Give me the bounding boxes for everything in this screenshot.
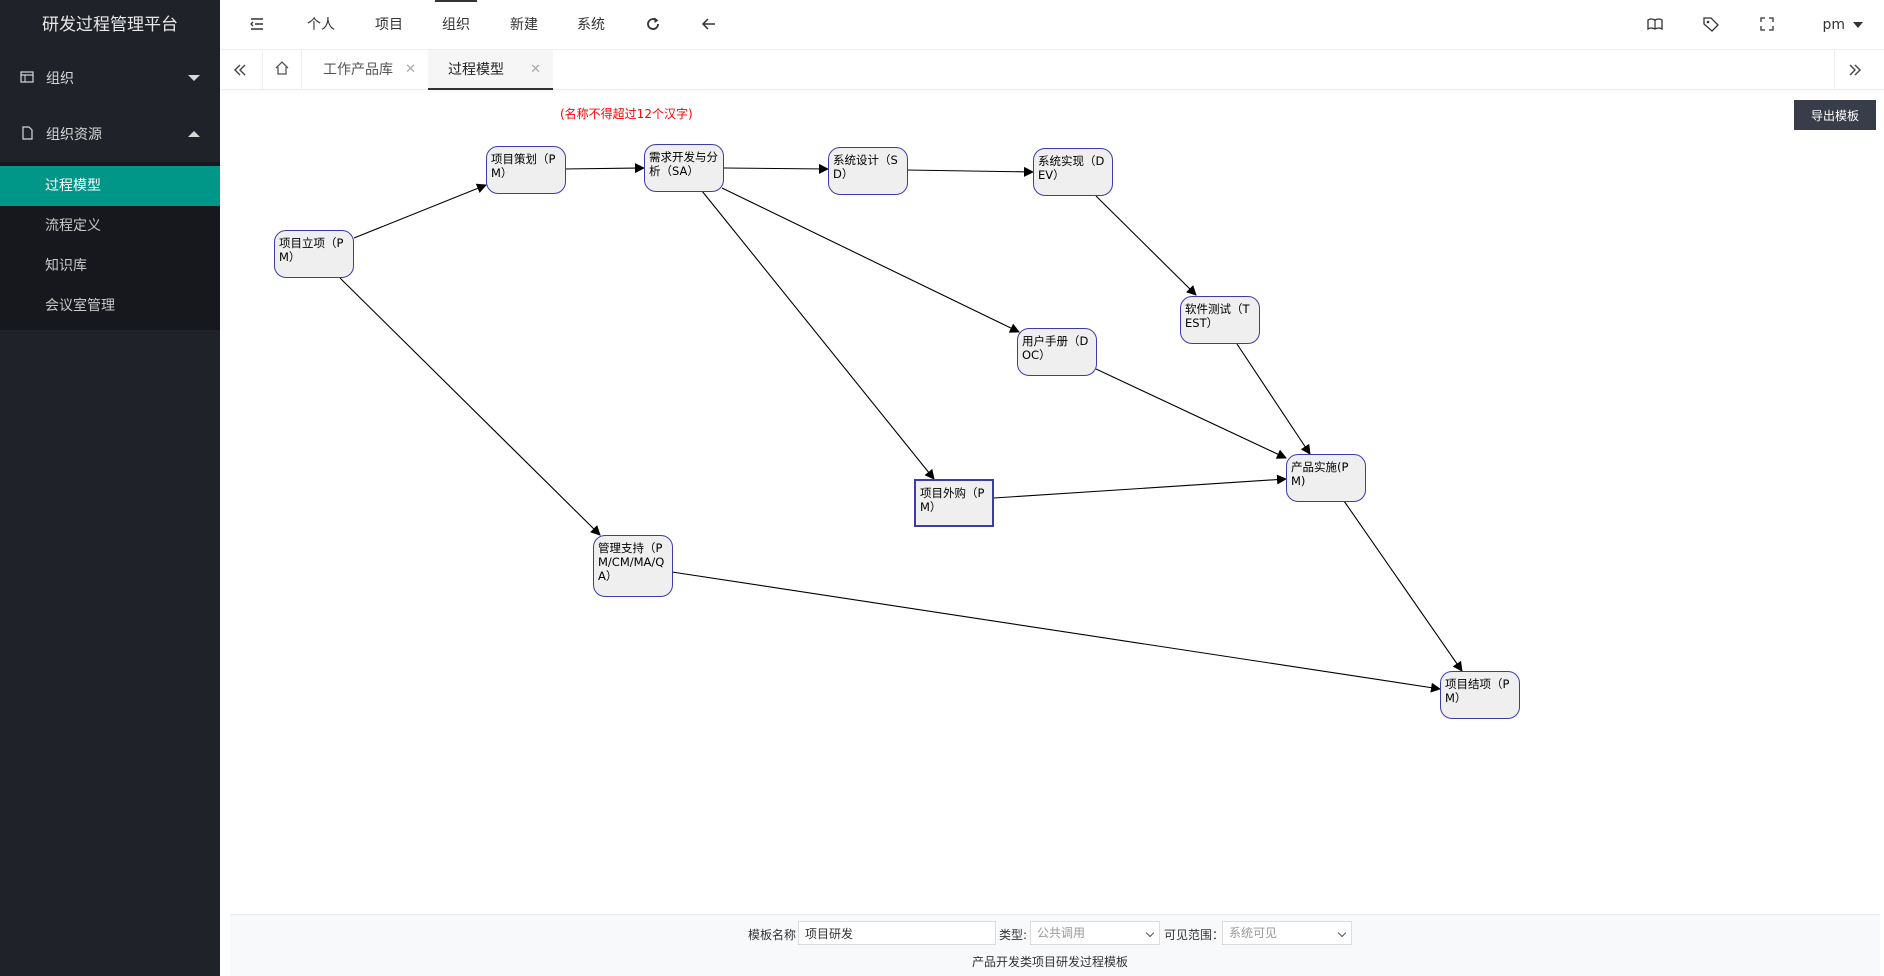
back-arrow-icon[interactable] <box>700 15 720 35</box>
edge-n5-n6 <box>1095 195 1197 296</box>
edge-n2-n3 <box>563 163 645 174</box>
sidebar-item-process-model[interactable]: 过程模型 <box>0 166 220 206</box>
edge-n1-n10 <box>339 277 601 536</box>
chevron-up-icon <box>188 131 200 137</box>
close-icon[interactable]: ✕ <box>405 62 416 77</box>
sidebar-item-meeting-room[interactable]: 会议室管理 <box>45 298 115 314</box>
edge-n3-n8 <box>701 190 935 480</box>
scope-select-value: 系统可见 <box>1229 926 1278 940</box>
sidebar-group-label: 组织资源 <box>46 127 102 143</box>
template-name-input[interactable] <box>798 921 996 945</box>
type-label: 类型: <box>999 928 1028 942</box>
flow-node-system-implementation[interactable]: 系统实现（DEV） <box>1033 148 1113 196</box>
flow-node-software-testing[interactable]: 软件测试（TEST） <box>1180 296 1260 344</box>
tab-process-model[interactable]: 过程模型 ✕ <box>428 50 553 90</box>
edge-n7-n9 <box>1095 368 1287 459</box>
flow-node-project-closure[interactable]: 项目结项（PM） <box>1440 671 1520 719</box>
refresh-icon[interactable] <box>644 15 664 35</box>
edge-n6-n9 <box>1236 343 1311 455</box>
sidebar-group-org[interactable]: 组织 <box>0 50 220 106</box>
tab-work-product-library[interactable]: 工作产品库 ✕ <box>303 50 428 90</box>
template-description: 产品开发类项目研发过程模板 <box>971 955 1128 969</box>
flow-node-system-design[interactable]: 系统设计（SD） <box>828 147 908 195</box>
sidebar-subnav: 过程模型 流程定义 知识库 会议室管理 <box>0 162 220 330</box>
type-select[interactable]: 公共调用 <box>1030 921 1160 945</box>
flow-node-project-planning[interactable]: 项目策划（PM） <box>486 146 566 194</box>
flow-node-product-deployment[interactable]: 产品实施(PM) <box>1286 454 1366 502</box>
tab-home-button[interactable] <box>262 50 302 90</box>
document-icon <box>20 126 36 142</box>
close-icon[interactable]: ✕ <box>530 62 541 77</box>
fullscreen-icon[interactable] <box>1758 15 1778 35</box>
calendar-icon <box>20 70 36 86</box>
sidebar-item-flow-definition[interactable]: 流程定义 <box>45 218 101 234</box>
flow-node-procurement[interactable]: 项目外购（PM） <box>914 479 994 527</box>
tab-label: 工作产品库 <box>323 62 393 78</box>
menu-system[interactable]: 系统 <box>577 17 605 33</box>
tab-scroll-left-button[interactable] <box>220 50 260 90</box>
edge-n3-n4 <box>723 163 829 174</box>
edge-n9-n11 <box>1343 500 1463 672</box>
sidebar-item-knowledge-base[interactable]: 知识库 <box>45 258 87 274</box>
edge-n8-n9 <box>993 474 1287 499</box>
template-form: 模板名称 类型: 公共调用 可见范围： 系统可见 产品开发类项目研发过程模板 <box>230 914 1880 976</box>
template-name-label: 模板名称 <box>748 928 797 942</box>
sidebar: 研发过程管理平台 组织 组织资源 过程模型 流程定义 知识库 会议室管理 <box>0 0 220 976</box>
app-title: 研发过程管理平台 <box>0 0 220 50</box>
book-icon[interactable] <box>1646 15 1666 35</box>
tab-scroll-right-button[interactable] <box>1834 50 1874 90</box>
tab-bar: 工作产品库 ✕ 过程模型 ✕ <box>220 50 1884 90</box>
chevron-down-icon <box>188 75 200 81</box>
sidebar-group-label: 组织 <box>46 71 74 87</box>
flow-node-management-support[interactable]: 管理支持（PM/CM/MA/QA） <box>593 535 673 597</box>
home-icon <box>274 60 290 80</box>
menu-new[interactable]: 新建 <box>510 17 538 33</box>
scope-label: 可见范围： <box>1164 928 1225 942</box>
edge-n1-n2 <box>353 183 487 239</box>
export-template-button[interactable]: 导出模板 <box>1794 100 1876 130</box>
top-header: 个人 项目 组织 新建 系统 pm <box>220 0 1884 50</box>
flow-node-requirements[interactable]: 需求开发与分析（SA） <box>644 144 724 192</box>
menu-fold-icon[interactable] <box>248 15 268 35</box>
edge-n3-n7 <box>721 187 1020 333</box>
chevron-down-icon <box>1337 928 1347 938</box>
name-length-hint: (名称不得超过12个汉字) <box>560 107 693 121</box>
user-name: pm <box>1822 17 1846 33</box>
scope-select[interactable]: 系统可见 <box>1222 921 1352 945</box>
menu-organization[interactable]: 组织 <box>435 0 477 50</box>
edge-n4-n5 <box>905 166 1034 177</box>
user-menu[interactable]: pm <box>1812 0 1874 50</box>
edge-n10-n11 <box>671 571 1441 693</box>
chevron-down-icon <box>1853 22 1864 28</box>
tag-icon[interactable] <box>1702 15 1722 35</box>
chevron-down-icon <box>1145 928 1155 938</box>
flow-node-user-manual[interactable]: 用户手册（DOC） <box>1017 328 1097 376</box>
menu-personal[interactable]: 个人 <box>307 17 335 33</box>
tab-label: 过程模型 <box>448 62 504 78</box>
sidebar-group-org-resources[interactable]: 组织资源 <box>0 106 220 162</box>
flow-node-project-initiation[interactable]: 项目立项（PM） <box>274 230 354 278</box>
menu-project[interactable]: 项目 <box>375 17 403 33</box>
type-select-value: 公共调用 <box>1037 926 1086 940</box>
